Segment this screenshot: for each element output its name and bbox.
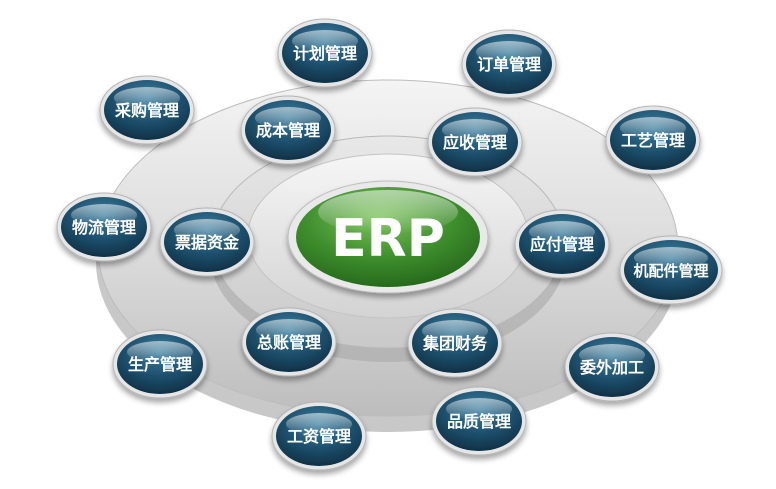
node-production: 生产管理 bbox=[112, 329, 208, 399]
node-gloss bbox=[286, 413, 352, 435]
node-label: 应付管理 bbox=[530, 235, 594, 254]
node-gloss bbox=[71, 204, 137, 226]
node-cost: 成本管理 bbox=[240, 95, 336, 165]
node-gloss bbox=[114, 87, 180, 109]
node-gloss bbox=[174, 219, 240, 241]
node-gloss bbox=[127, 341, 193, 363]
node-receivable: 应收管理 bbox=[427, 107, 523, 177]
node-label: 委外加工 bbox=[579, 358, 644, 377]
node-gloss bbox=[579, 344, 645, 366]
node-gloss bbox=[255, 107, 321, 129]
node-label: 物流管理 bbox=[72, 218, 136, 237]
node-gloss bbox=[476, 41, 542, 63]
node-gloss bbox=[422, 320, 488, 342]
node-gloss bbox=[634, 247, 708, 269]
node-payroll: 工资管理 bbox=[271, 401, 367, 471]
node-label: 工资管理 bbox=[287, 427, 351, 446]
erp-center-label: ERP bbox=[331, 209, 445, 269]
node-label: 总账管理 bbox=[257, 333, 321, 352]
node-label: 采购管理 bbox=[114, 101, 179, 120]
node-purchase: 采购管理 bbox=[99, 75, 195, 145]
node-outsource: 委外加工 bbox=[564, 332, 660, 402]
node-label: 成本管理 bbox=[256, 121, 320, 140]
node-logistics: 物流管理 bbox=[56, 192, 152, 262]
node-ledger: 总账管理 bbox=[241, 307, 337, 377]
node-gloss bbox=[446, 398, 512, 420]
node-label: 生产管理 bbox=[128, 355, 192, 374]
node-gloss bbox=[529, 221, 595, 243]
node-gloss bbox=[292, 30, 358, 52]
node-label: 集团财务 bbox=[422, 334, 488, 353]
node-quality: 品质管理 bbox=[431, 386, 527, 456]
node-label: 计划管理 bbox=[293, 44, 357, 63]
node-gloss bbox=[442, 119, 508, 141]
node-plan: 计划管理 bbox=[277, 18, 373, 88]
node-label: 工艺管理 bbox=[621, 131, 685, 150]
node-payable: 应付管理 bbox=[514, 209, 610, 279]
node-group: 集团财务 bbox=[407, 308, 503, 378]
erp-center: ERP bbox=[287, 180, 489, 294]
node-label: 机配件管理 bbox=[633, 262, 708, 280]
node-process: 工艺管理 bbox=[605, 105, 701, 175]
node-parts: 机配件管理 bbox=[619, 235, 723, 305]
node-label: 品质管理 bbox=[447, 412, 511, 431]
node-order: 订单管理 bbox=[461, 29, 557, 99]
node-label: 票据资金 bbox=[175, 233, 240, 252]
node-label: 应收管理 bbox=[443, 133, 507, 152]
node-label: 订单管理 bbox=[477, 55, 541, 74]
node-gloss bbox=[620, 117, 686, 139]
node-bills: 票据资金 bbox=[159, 207, 255, 277]
node-gloss bbox=[256, 319, 322, 341]
erp-center-gloss bbox=[318, 190, 458, 234]
